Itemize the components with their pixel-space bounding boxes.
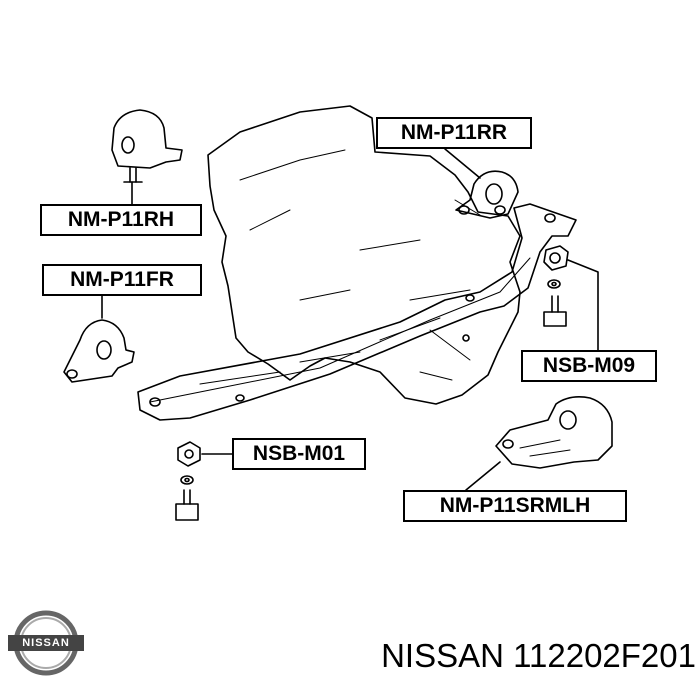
label-nm-p11fr: NM-P11FR — [42, 264, 205, 299]
nissan-logo-text: NISSAN — [8, 635, 84, 651]
label-nm-p11rr: NM-P11RR — [376, 117, 535, 152]
brand-part-number: NISSAN 112202F201 — [381, 637, 696, 674]
engine-block — [207, 105, 521, 405]
label-nm-p11rh: NM-P11RH — [40, 204, 205, 239]
mount-rh-part — [111, 109, 183, 183]
label-nm-p11srmlh: NM-P11SRMLH — [403, 490, 630, 525]
nissan-logo: NISSAN — [8, 605, 84, 681]
bolt-set-m09 — [543, 245, 599, 353]
mount-fr-part — [63, 295, 135, 383]
bolt-set-m01 — [175, 441, 233, 521]
mount-srmlh-part — [465, 396, 613, 491]
mount-rr-part — [444, 148, 519, 219]
label-nsb-m01: NSB-M01 — [232, 438, 369, 473]
label-nsb-m09: NSB-M09 — [521, 350, 660, 385]
crossmember — [137, 203, 577, 421]
